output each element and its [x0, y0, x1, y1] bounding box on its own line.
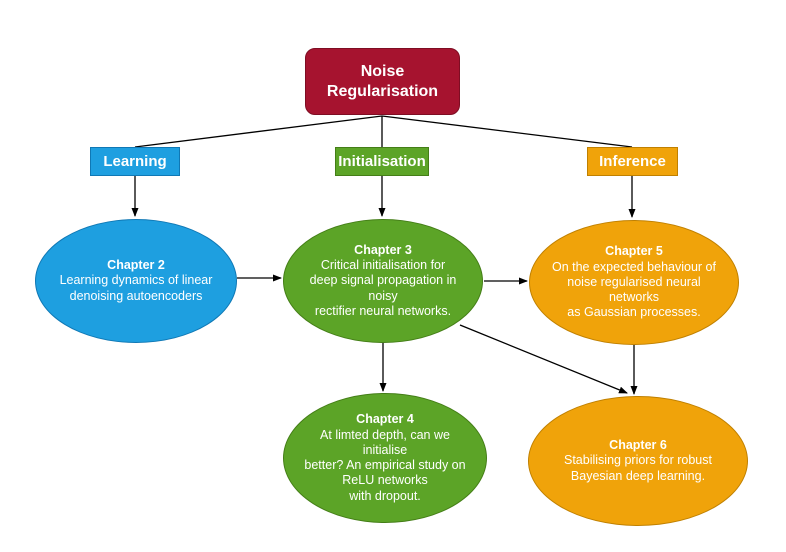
chapter-3-heading: Chapter 3 — [354, 242, 412, 257]
chapter-2-description: Learning dynamics of linear denoising au… — [59, 273, 213, 303]
edge-chapter-3-to-chapter-6 — [459, 324, 628, 394]
chapter-3-description: Critical initialisation for deep signal … — [309, 258, 457, 318]
chapter-6-heading: Chapter 6 — [609, 438, 667, 453]
chapter-5-node: Chapter 5 On the expected behaviour of n… — [529, 220, 739, 345]
chapter-6-description: Stabilising priors for robust Bayesian d… — [564, 453, 712, 483]
chapter-5-heading: Chapter 5 — [605, 244, 663, 259]
chapter-3-node: Chapter 3 Critical initialisation for de… — [283, 219, 483, 343]
edge-root-to-learning — [134, 115, 383, 148]
chapter-4-node: Chapter 4 At limted depth, can we initia… — [283, 393, 487, 523]
branch-initialisation: Initialisation — [335, 147, 429, 176]
root-node-noise-regularisation: Noise Regularisation — [305, 48, 460, 115]
chapter-2-heading: Chapter 2 — [107, 258, 165, 273]
chapter-5-description: On the expected behaviour of noise regul… — [551, 259, 716, 320]
chapter-4-description: At limted depth, can we initialise bette… — [304, 427, 466, 503]
chapter-4-heading: Chapter 4 — [356, 412, 414, 427]
edge-root-to-inference — [381, 115, 633, 148]
branch-inference: Inference — [587, 147, 678, 176]
branch-learning: Learning — [90, 147, 180, 176]
chapter-2-node: Chapter 2 Learning dynamics of linear de… — [35, 219, 237, 343]
chapter-6-node: Chapter 6 Stabilising priors for robust … — [528, 396, 748, 526]
